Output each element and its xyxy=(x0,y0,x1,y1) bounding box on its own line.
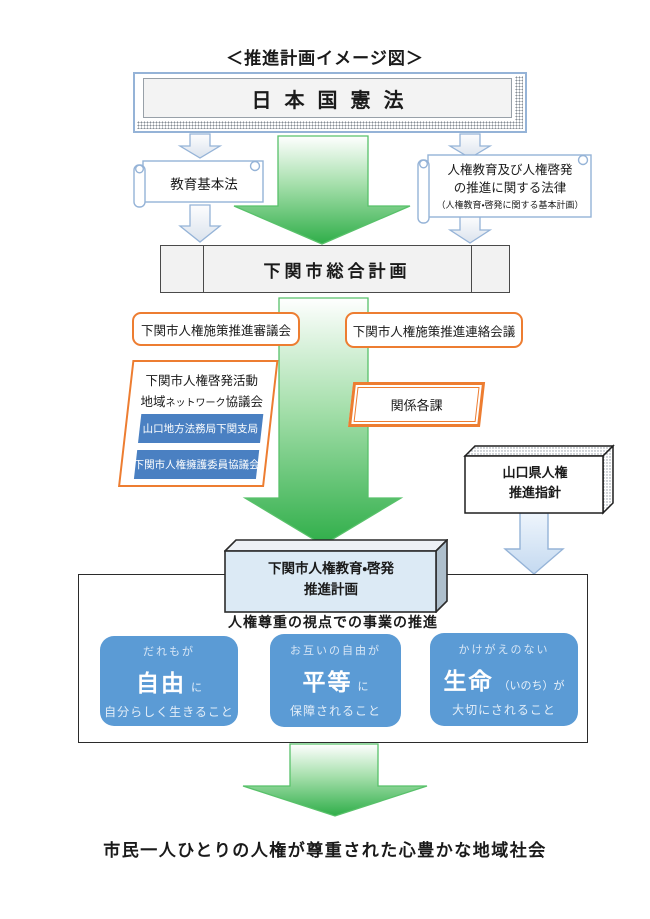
education-act-label: 教育基本法 xyxy=(170,177,238,192)
divider xyxy=(203,246,205,292)
related-departments-inner-border: 関係各課 xyxy=(353,387,480,422)
protection-committee-box: 下関市人権擁護委員協議会 xyxy=(133,450,260,479)
value-box-bottom: 大切にされること xyxy=(452,703,556,717)
value-box-keyword: 生命 xyxy=(443,668,494,694)
value-box-top: お互いの自由が xyxy=(290,645,381,657)
value-box-bottom: 自分らしく生きること xyxy=(104,704,234,719)
legal-bureau-label: 山口地方法務局下関支局 xyxy=(142,423,259,435)
diagram-title: ＜推進計画イメージ図＞ xyxy=(226,49,424,68)
pref-guideline-label: 山口県人権 推進指針 xyxy=(466,463,604,503)
network-council-line1: 下関市人権啓発活動 xyxy=(145,374,259,388)
network-council-label: 下関市人権啓発活動 地域ネットワーク協議会 xyxy=(131,371,273,414)
value-box-life: かけがえのない 生命 （いのち）が 大切にされること xyxy=(430,633,578,726)
network-council-line2: 地域ネットワーク協議会 xyxy=(140,395,264,409)
value-box-top: かけがえのない xyxy=(458,644,550,656)
city-master-plan-label: 下関市総合計画 xyxy=(263,261,411,281)
value-box-top: だれもが xyxy=(143,645,195,658)
down-arrow-icon xyxy=(178,204,222,243)
city-hr-plan-3d-box xyxy=(224,539,448,613)
frame-hatch xyxy=(515,76,523,129)
city-hr-plan-line2: 推進計画 xyxy=(304,582,358,597)
value-box-main-row: 平等 に xyxy=(303,663,369,697)
pref-guideline-line1: 山口県人権 xyxy=(502,465,568,480)
council-box: 下関市人権施策推進審議会 xyxy=(132,312,300,346)
human-rights-act-line3: （人権教育・啓発に関する基本計画） xyxy=(436,200,584,210)
human-rights-act-line1: 人権教育及び人権啓発 xyxy=(447,163,573,177)
value-box-tail: （いのち）が xyxy=(498,680,565,692)
scroll-shape xyxy=(417,154,592,224)
frame-hatch xyxy=(137,121,523,129)
value-box-equality: お互いの自由が 平等 に 保障されること xyxy=(270,634,401,727)
green-down-arrow xyxy=(233,135,411,245)
value-box-bottom: 保障されること xyxy=(289,704,381,718)
value-box-main-row: 自由 に xyxy=(136,664,202,698)
constitution-box: 日本国憲法 xyxy=(133,72,527,133)
value-box-freedom: だれもが 自由 に 自分らしく生きること xyxy=(100,636,238,726)
constitution-label: 日本国憲法 xyxy=(143,78,512,118)
value-box-main-row: 生命 （いのち）が xyxy=(444,662,565,696)
pref-guideline-line2: 推進指針 xyxy=(508,485,561,500)
value-box-tail: に xyxy=(191,681,202,694)
value-box-keyword: 自由 xyxy=(136,669,186,696)
liaison-conference-box: 下関市人権施策推進連絡会議 xyxy=(345,312,523,348)
human-rights-act-label: 人権教育及び人権啓発 の推進に関する法律 （人権教育・啓発に関する基本計画） xyxy=(428,161,592,212)
related-departments-label: 関係各課 xyxy=(390,398,443,413)
network-council-box: 下関市人権啓発活動 地域ネットワーク協議会 山口地方法務局下関支局 下関市人権擁… xyxy=(118,360,279,487)
divider xyxy=(471,246,473,292)
value-box-tail: に xyxy=(357,681,369,693)
goal-statement: 市民一人ひとりの人権が尊重された心豊かな地域社会 xyxy=(103,841,547,860)
city-master-plan-box: 下関市総合計画 xyxy=(160,245,510,293)
scroll-shape xyxy=(133,160,264,208)
legal-bureau-box: 山口地方法務局下関支局 xyxy=(138,414,264,443)
down-arrow-icon xyxy=(447,133,493,159)
down-arrow-icon xyxy=(503,512,565,575)
down-arrow-icon xyxy=(177,133,223,159)
promotion-caption: 人権尊重の視点での事業の推進 xyxy=(228,614,438,630)
green-down-arrow xyxy=(242,743,428,817)
related-departments-box: 関係各課 xyxy=(348,382,486,427)
human-rights-act-line2: の推進に関する法律 xyxy=(453,181,567,195)
city-hr-plan-label: 下関市人権教育・啓発 推進計画 xyxy=(225,558,437,600)
pref-guideline-3d-box xyxy=(463,444,615,515)
value-box-keyword: 平等 xyxy=(302,669,353,695)
city-hr-plan-line1: 下関市人権教育・啓発 xyxy=(267,561,395,576)
down-arrow-icon xyxy=(447,215,493,244)
protection-committee-label: 下関市人権擁護委員協議会 xyxy=(133,459,260,471)
